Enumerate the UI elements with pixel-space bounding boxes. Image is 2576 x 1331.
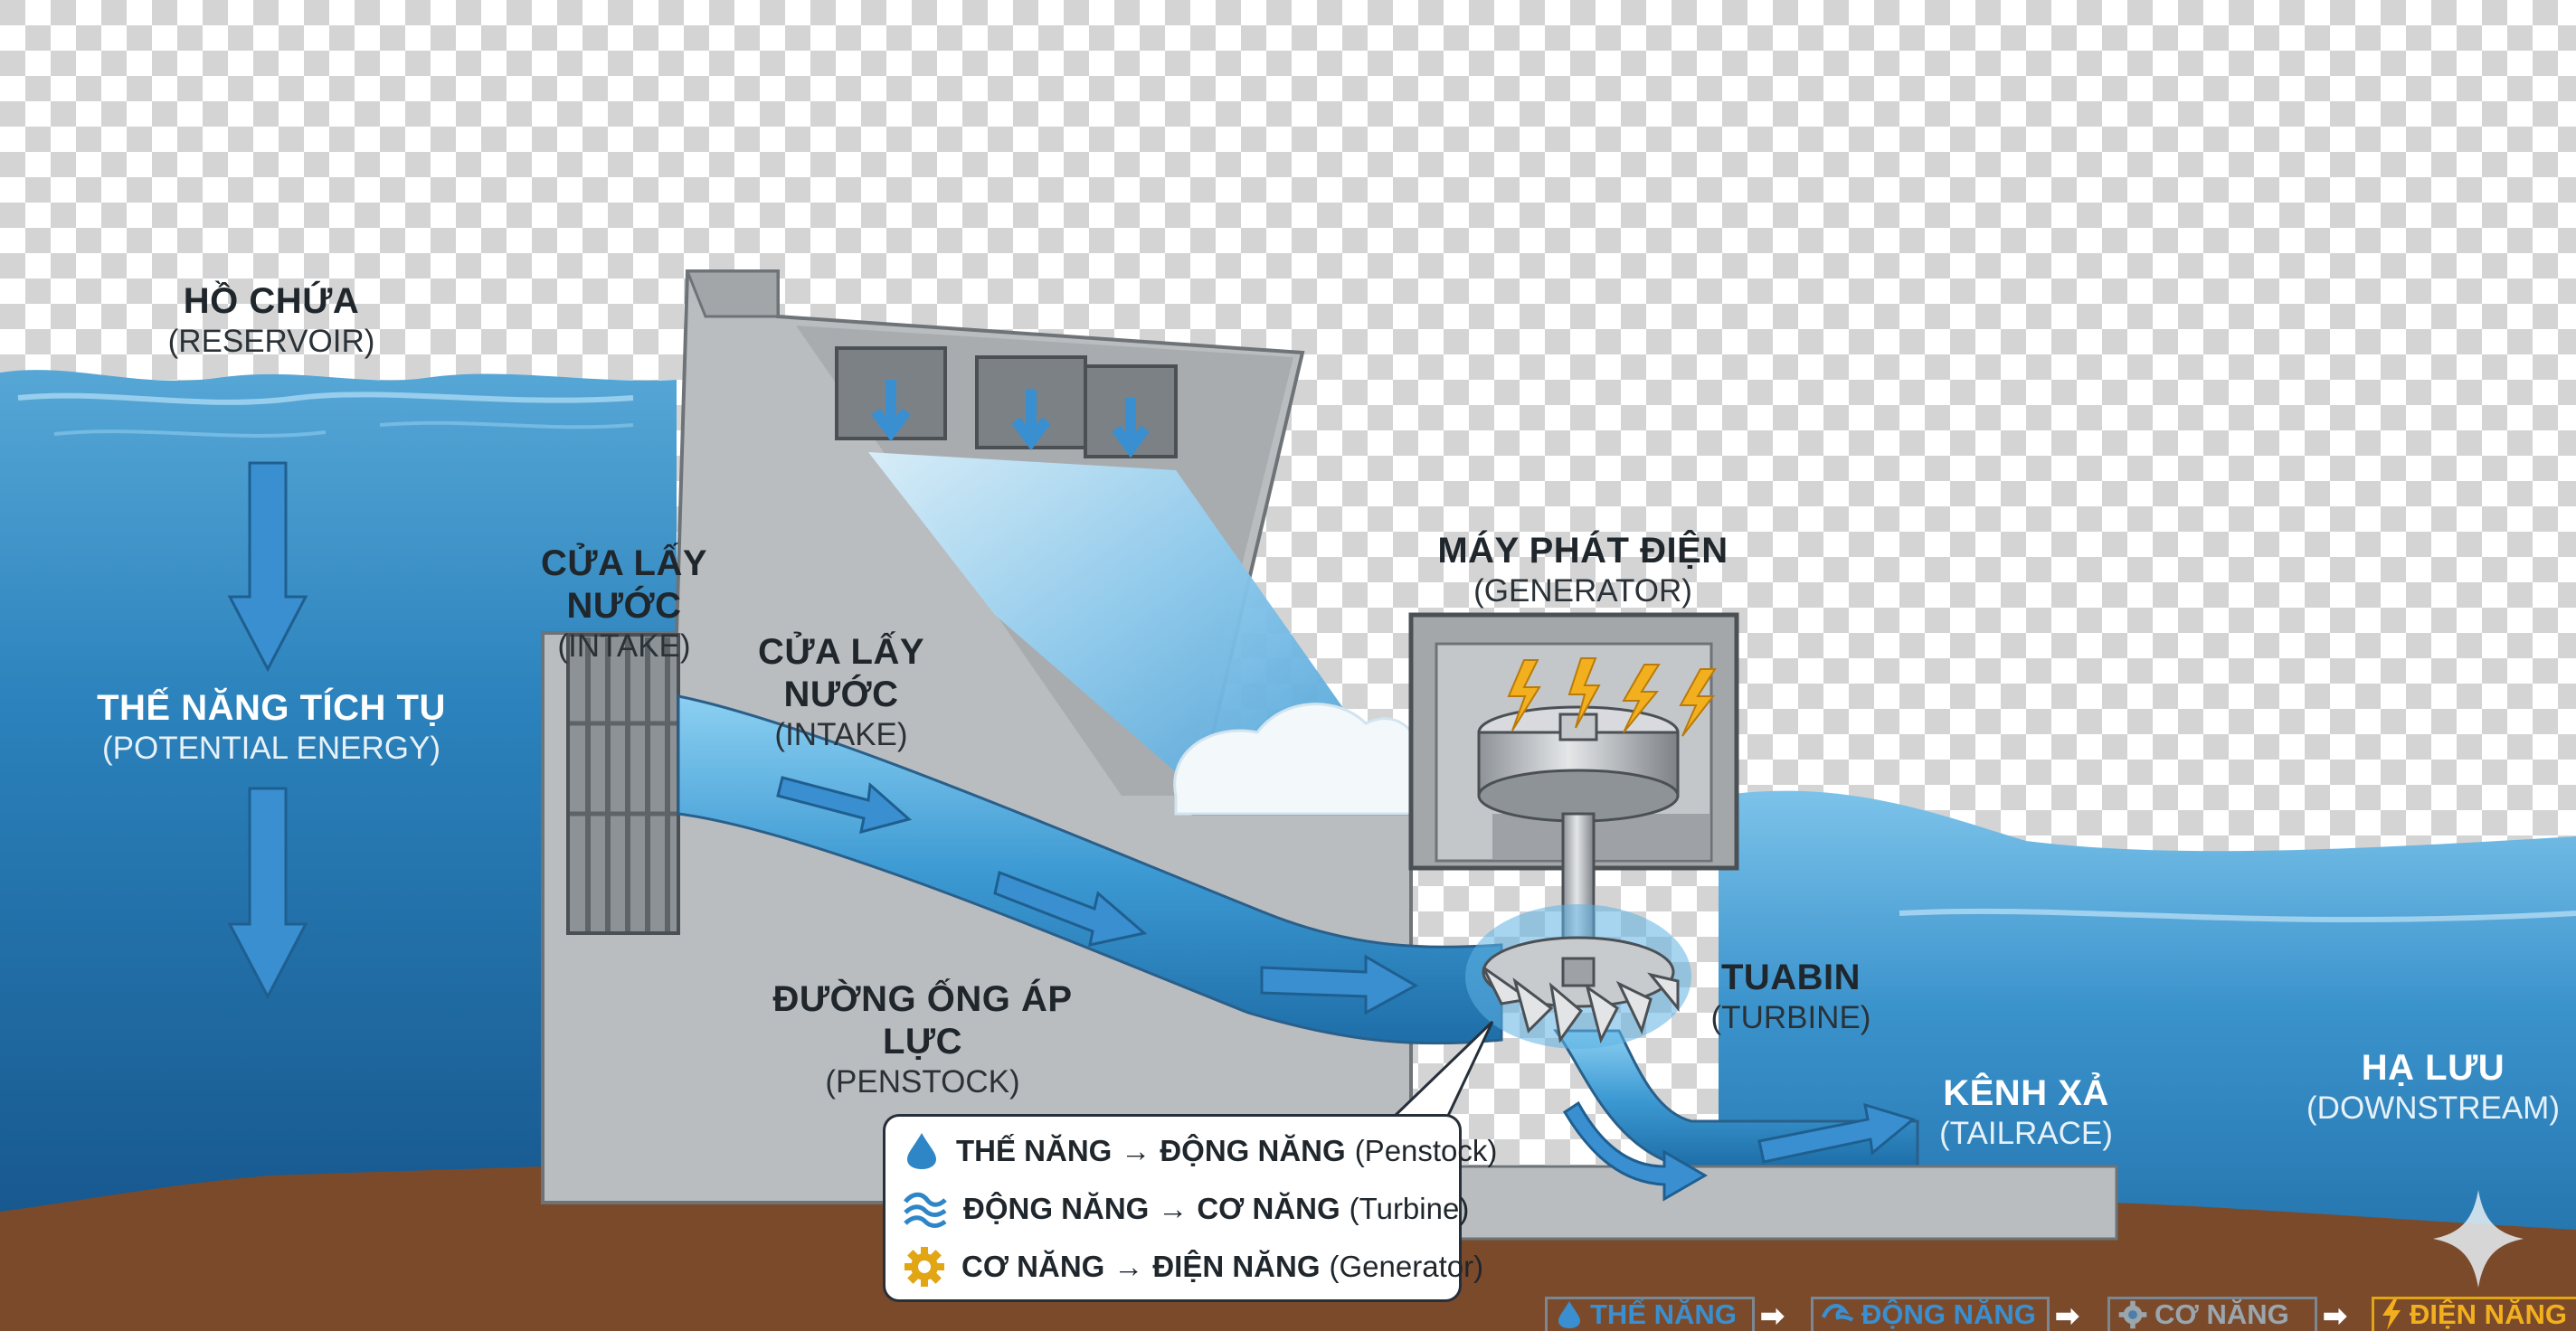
flow-item-frame — [2372, 1297, 2576, 1331]
conversion-stage: (Turbine) — [1349, 1192, 1470, 1225]
wave-icon — [1822, 1304, 1854, 1322]
intake-inner-subtitle: (INTAKE) — [774, 717, 908, 753]
conversion-arrow: → — [1121, 1134, 1151, 1167]
tailrace-wall — [1409, 1165, 2118, 1241]
flow-item-potential: THẾ NĂNG — [1556, 1297, 1737, 1331]
conversion-arrow: → — [1158, 1192, 1189, 1225]
generator-icon — [1477, 705, 1680, 960]
conversion-from: ĐỘNG NĂNG — [963, 1192, 1150, 1225]
turbine-subtitle: (TURBINE) — [1710, 1000, 1871, 1036]
flow-arrow: ➡ — [1760, 1299, 1785, 1331]
conversion-row-penstock: THẾ NĂNG → ĐỘNG NĂNG (Penstock) — [904, 1126, 1497, 1176]
tailrace-subtitle: (TAILRACE) — [1939, 1116, 2113, 1152]
flow-item-label: ĐIỆN NĂNG — [2410, 1298, 2567, 1330]
water-drop-icon — [1558, 1301, 1580, 1328]
gear-icon — [904, 1247, 944, 1287]
label-reservoir: HỒ CHỨA (RESERVOIR) — [145, 280, 398, 360]
conversion-stage: (Generator) — [1329, 1250, 1484, 1283]
label-intake-inner: CỬA LẤY NƯỚC (INTAKE) — [696, 631, 986, 754]
flow-item-label: CƠ NĂNG — [2155, 1298, 2289, 1330]
penstock-flow-arrows — [776, 776, 1917, 1202]
label-downstream: HẠ LƯU (DOWNSTREAM) — [2297, 1047, 2569, 1127]
reservoir-surface-highlight — [17, 392, 634, 405]
flow-arrow: ➡ — [2055, 1299, 2079, 1331]
label-generator: MÁY PHÁT ĐIỆN (GENERATOR) — [1429, 530, 1737, 609]
reservoir-subtitle: (RESERVOIR) — [167, 324, 375, 360]
spillway-gates — [835, 346, 1178, 458]
tailrace-title: KÊNH XẢ — [1943, 1073, 2109, 1113]
flow-item-frame — [1545, 1297, 1755, 1331]
conversion-to: ĐIỆN NĂNG — [1152, 1250, 1321, 1283]
turbine-title: TUABIN — [1720, 958, 1861, 997]
downstream-subtitle: (DOWNSTREAM) — [2306, 1090, 2560, 1127]
penstock-subtitle: (PENSTOCK) — [825, 1064, 1020, 1100]
flow-item-label: ĐỘNG NĂNG — [1861, 1298, 2036, 1330]
reservoir-water — [0, 370, 677, 1331]
reservoir-title: HỒ CHỨA — [183, 281, 360, 321]
downstream-title: HẠ LƯU — [2361, 1048, 2505, 1088]
reservoir-ripple — [53, 420, 634, 438]
conversion-from: THẾ NĂNG — [956, 1134, 1113, 1167]
label-turbine: TUABIN (TURBINE) — [1700, 957, 1881, 1036]
sparkle-watermark-icon — [2433, 1190, 2524, 1288]
flow-item-label: THẾ NĂNG — [1590, 1298, 1737, 1330]
electricity-sparks-icon — [1507, 657, 1717, 737]
lightning-icon — [2382, 1299, 2401, 1330]
intake-trash-rack — [566, 633, 680, 935]
generator-title: MÁY PHÁT ĐIỆN — [1437, 531, 1728, 571]
conversion-row-generator: CƠ NĂNG → ĐIỆN NĂNG (Generator) — [904, 1241, 1483, 1292]
label-intake-outer: CỬA LẤY NƯỚC (INTAKE) — [479, 543, 769, 666]
spillway-water — [868, 452, 1348, 796]
waves-icon — [904, 1192, 947, 1228]
generator-subtitle: (GENERATOR) — [1473, 573, 1692, 609]
gear-icon — [2118, 1300, 2147, 1329]
flow-arrow: ➡ — [2323, 1299, 2347, 1331]
dam-crest — [685, 269, 780, 318]
flow-item-kinetic: ĐỘNG NĂNG — [1822, 1297, 2036, 1331]
conversion-to: CƠ NĂNG — [1197, 1192, 1340, 1225]
flow-item-electrical: ĐIỆN NĂNG — [2381, 1297, 2567, 1331]
conversion-to: ĐỘNG NĂNG — [1160, 1134, 1346, 1167]
intake-inner-title: CỬA LẤY NƯỚC — [757, 632, 925, 715]
flow-item-mechanical: CƠ NĂNG — [2118, 1297, 2289, 1331]
potential-title: THẾ NĂNG TÍCH TỤ — [97, 688, 446, 728]
potential-energy-arrows — [227, 461, 308, 1000]
flow-item-frame — [2107, 1297, 2317, 1331]
turbine-icon — [1465, 904, 1691, 1049]
energy-conversion-callout: THẾ NĂNG → ĐỘNG NĂNG (Penstock) ĐỘNG NĂN… — [883, 1114, 1497, 1302]
energy-flow-bar: THẾ NĂNG ➡ ĐỘNG NĂNG ➡ CƠ NĂNG ➡ ĐIỆN NĂ… — [1538, 1295, 2576, 1331]
conversion-row-turbine: ĐỘNG NĂNG → CƠ NĂNG (Turbine) — [904, 1184, 1469, 1234]
penstock-title: ĐƯỜNG ỐNG ÁP LỰC — [772, 979, 1073, 1062]
conversion-stage: (Penstock) — [1354, 1134, 1498, 1167]
flow-item-frame — [1811, 1297, 2050, 1331]
label-penstock: ĐƯỜNG ỐNG ÁP LỰC (PENSTOCK) — [742, 978, 1103, 1101]
downstream-wave — [1899, 908, 2576, 923]
label-tailrace: KÊNH XẢ (TAILRACE) — [1927, 1072, 2126, 1152]
conversion-arrow: → — [1113, 1250, 1144, 1283]
conversion-from: CƠ NĂNG — [961, 1250, 1105, 1283]
intake-outer-title: CỬA LẤY NƯỚC — [540, 543, 708, 627]
potential-subtitle: (POTENTIAL ENERGY) — [101, 731, 441, 767]
label-potential-energy: THẾ NĂNG TÍCH TỤ (POTENTIAL ENERGY) — [90, 687, 452, 767]
intake-outer-subtitle: (INTAKE) — [557, 628, 691, 665]
water-drop-icon — [907, 1133, 936, 1169]
